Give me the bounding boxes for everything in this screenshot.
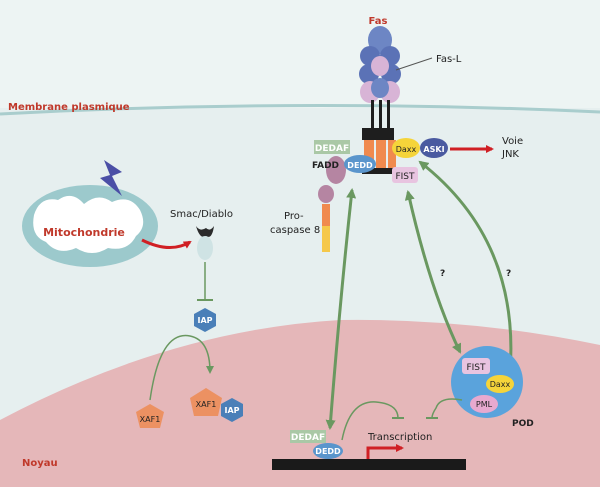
pod-daxx-label: Daxx [490, 380, 511, 389]
jnk-label: JNK [501, 149, 519, 160]
daxx-protein [392, 138, 420, 158]
fadd-protein-lower [318, 185, 334, 203]
receptor-death-domain [388, 140, 396, 170]
fist-label: FIST [395, 172, 415, 182]
smac-body [197, 236, 213, 260]
noyau-label: Noyau [22, 458, 58, 469]
procaspase-label-line1: Pro- [284, 211, 304, 222]
xaf1-complex-label: XAF1 [196, 400, 217, 409]
pod-inhibition-arc [431, 398, 463, 419]
lightning-bolt-icon [100, 160, 122, 196]
fas-receptor-ecd-blue [371, 78, 389, 98]
receptor-stalk [387, 100, 390, 128]
question-mark-fist: ? [440, 269, 445, 279]
dedd-protein [344, 155, 376, 173]
extracellular-space [0, 0, 600, 108]
mitochondrie-label: Mitochondrie [43, 226, 125, 239]
smac-label: Smac/Diablo [170, 209, 233, 220]
pod-fist-label: FIST [466, 363, 486, 373]
pml-protein [470, 395, 498, 413]
receptor-base [362, 168, 396, 174]
fas-label: Fas [369, 16, 388, 27]
nuclear-dedaf-box [290, 430, 326, 443]
fas-l-label: Fas-L [436, 54, 462, 65]
procaspase-yellow-segment [322, 226, 330, 252]
dedd-shuttle-arrow [325, 188, 357, 430]
iap-hexagon [194, 308, 216, 332]
dedd-label: DEDD [347, 161, 373, 170]
question-mark-daxx: ? [506, 269, 511, 279]
release-arrow [141, 238, 192, 249]
nuclear-dedaf-label: DEDAF [291, 433, 325, 443]
xaf1-complex-pentagon [190, 388, 222, 416]
membrane-label: Membrane plasmique [8, 102, 130, 113]
fas-l-pointer [395, 57, 433, 71]
fas-ligand-subunit-pink [371, 56, 389, 76]
pod-label: POD [512, 419, 534, 429]
daxx-shuttle-arrow [418, 160, 516, 374]
nuclear-dedd-label: DEDD [315, 447, 341, 456]
iap-complex-hexagon [221, 398, 243, 422]
nuclear-dedd-protein [313, 443, 343, 459]
fist-box [392, 167, 418, 183]
receptor-death-domain [364, 140, 374, 170]
aski-protein [420, 138, 448, 158]
fadd-protein [326, 156, 346, 184]
aski-label: ASKI [423, 145, 444, 154]
receptor-stalk [371, 100, 374, 128]
pml-label: PML [476, 400, 493, 409]
xaf1-pentagon [136, 404, 164, 428]
voie-label: Voie [502, 136, 523, 147]
fadd-label: FADD [312, 161, 339, 171]
procaspase-orange-segment [322, 204, 330, 226]
pod-daxx-protein [486, 375, 514, 393]
iap-label: IAP [197, 316, 212, 325]
transcription-label: Transcription [367, 432, 432, 443]
xaf1-label: XAF1 [140, 415, 161, 424]
pod-fist-box [462, 358, 490, 374]
receptor-death-domain [376, 140, 386, 170]
mitochondrion-inner [33, 195, 144, 253]
dedaf-label: DEDAF [315, 144, 349, 154]
daxx-label: Daxx [396, 145, 417, 154]
procaspase-label-line2: caspase 8 [270, 225, 320, 236]
dna-strand [272, 459, 466, 470]
receptor-stalk [379, 100, 382, 128]
smac-dimer-head [196, 226, 214, 237]
dedaf-box [314, 140, 350, 154]
dedd-inhibition-arc [341, 401, 399, 441]
transcription-start-arrow [366, 444, 404, 459]
xaf1-binding-arrow [149, 334, 214, 401]
receptor-transmembrane [362, 128, 394, 140]
iap-complex-label: IAP [224, 406, 239, 415]
plasma-membrane-line [0, 103, 600, 116]
